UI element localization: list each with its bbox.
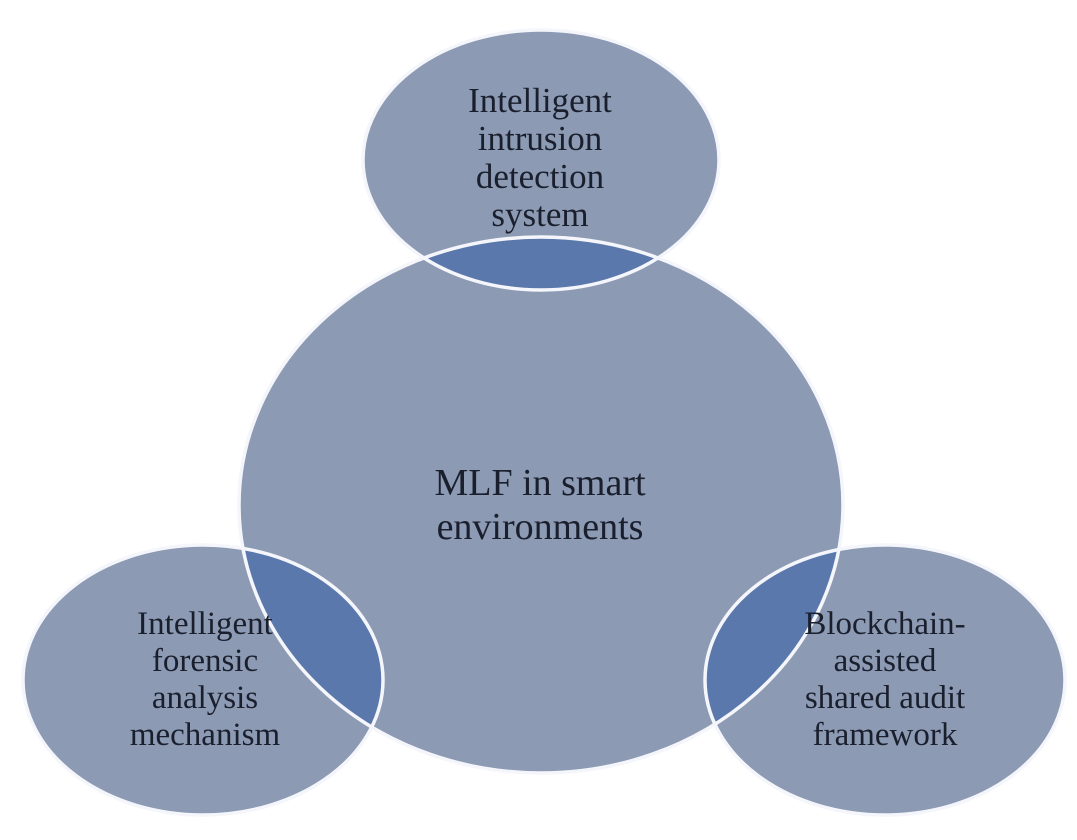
center-label-line: MLF in smart [434,462,646,504]
right-label-line: assisted [833,643,937,679]
top-label-line: system [491,195,589,234]
top-label-line: Intelligent [468,81,612,120]
top-circle [363,30,719,290]
left-label-line: Intelligent [137,606,273,642]
center-circle-label: MLF in smart environments [340,455,740,555]
top-label-line: detection [475,157,605,196]
left-label-line: analysis [151,680,259,716]
top-circle-outline [361,28,721,292]
left-label-line: forensic [151,643,259,679]
right-circle-outline [703,543,1067,817]
top-label-line: intrusion [477,119,603,158]
center-label-line: environments [436,506,644,548]
left-circle-label: Intelligent forensic analysis mechanism [55,600,355,760]
right-label-line: framework [812,717,958,753]
top-circle-label: Intelligent intrusion detection system [395,78,685,238]
right-label-line: Blockchain- [804,606,966,642]
right-circle-label: Blockchain- assisted shared audit framew… [735,600,1035,760]
left-label-line: mechanism [129,717,281,753]
left-circle-outline [21,543,385,817]
right-label-line: shared audit [804,680,966,716]
center-circle [239,237,843,773]
center-circle-outline [237,235,845,775]
